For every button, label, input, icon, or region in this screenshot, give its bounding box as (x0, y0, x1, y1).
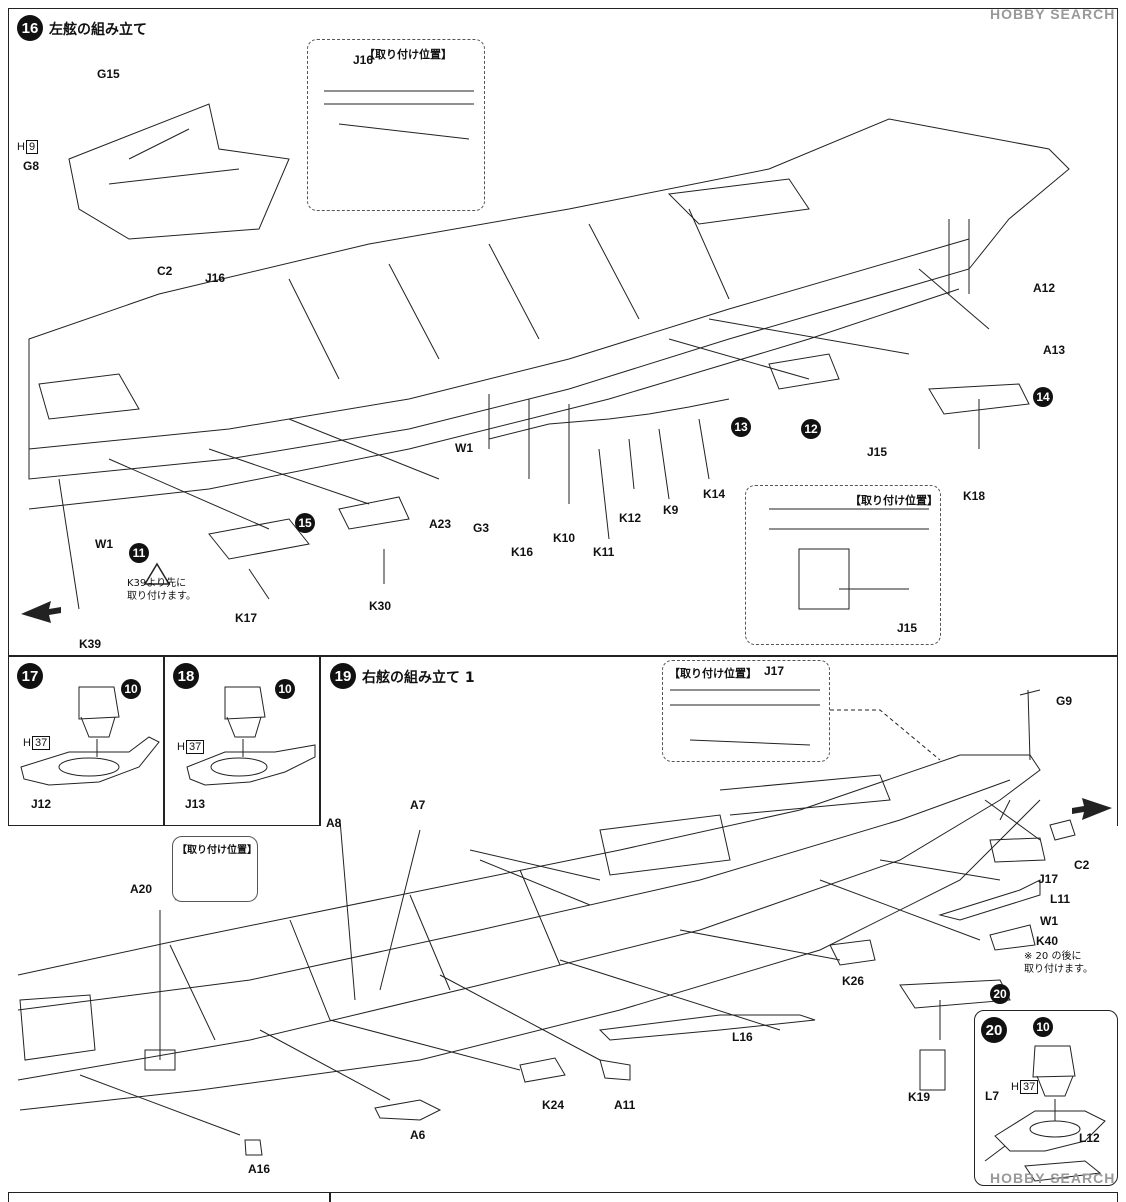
gun-mount-j12-drawing (20, 686, 160, 786)
part-label-a11: A11 (614, 1098, 636, 1112)
part-label-g9: G9 (1056, 694, 1073, 708)
part-label-j17: J17 (1038, 872, 1059, 886)
part-label-j13: J13 (185, 797, 206, 811)
subassembly-15: 15 (295, 513, 315, 533)
subassembly-10: 10 (275, 679, 295, 699)
gun-mount-j13-drawing (186, 686, 316, 786)
part-label-g3: G3 (473, 521, 490, 535)
step-number-16: 16 (17, 15, 43, 41)
part-label-w1: W1 (455, 441, 473, 455)
watermark: HOBBY SEARCH (990, 1170, 1116, 1186)
mount-position-inset-a20: 【取り付け位置】 (172, 836, 258, 902)
part-label-k10: K10 (553, 531, 576, 545)
part-label-k12: K12 (619, 511, 642, 525)
step-title-19: 右舷の組み立て 1 (362, 670, 475, 686)
part-label-l7: L7 (985, 1089, 1000, 1103)
part-label-l12: L12 (1079, 1131, 1100, 1145)
part-label-j15: J15 (867, 445, 888, 459)
inset-title: 【取り付け位置】 (364, 48, 452, 61)
subassembly-10: 10 (1033, 1017, 1053, 1037)
watermark: HOBBY SEARCH (990, 6, 1116, 22)
part-label-k18: K18 (963, 489, 986, 503)
part-label-g15: G15 (97, 67, 120, 81)
note-k40: ※ 20 の後に 取り付けます。 (1024, 951, 1093, 975)
mount-position-inset-j16: 【取り付け位置】 (307, 39, 485, 211)
part-label-k39: K39 (79, 637, 102, 651)
part-label-k24: K24 (542, 1098, 565, 1112)
part-label-j16-inset: J16 (353, 53, 374, 67)
note-k39: K39より先に 取り付けます。 (127, 578, 196, 602)
port-side-hull-drawing (21, 90, 1070, 623)
part-label-k19: K19 (908, 1090, 931, 1104)
step-number-20: 20 (981, 1017, 1007, 1043)
step-16-panel: 16 左舷の組み立て (8, 8, 1118, 656)
part-label-j15-inset: J15 (897, 621, 918, 635)
part-label-w1-c: W1 (1040, 914, 1058, 928)
inset-title: 【取り付け位置】 (669, 667, 757, 680)
mount-position-inset-j15: 【取り付け位置】 (745, 485, 941, 645)
part-label-j12: J12 (31, 797, 52, 811)
part-label-k16: K16 (511, 545, 534, 559)
part-label-k30: K30 (369, 599, 392, 613)
part-label-l11: L11 (1050, 892, 1071, 906)
part-label-k14: K14 (703, 487, 726, 501)
part-label-k17: K17 (235, 611, 258, 625)
part-label-c2: C2 (157, 264, 173, 278)
part-label-g8: G8 (23, 159, 40, 173)
subassembly-11: 11 (129, 543, 149, 563)
part-label-a13: A13 (1043, 343, 1066, 357)
part-label-a7: A7 (410, 798, 426, 812)
part-label-k40: K40 (1036, 934, 1059, 948)
gun-mount-assembly-20-drawing (984, 1045, 1106, 1182)
subassembly-20: 20 (990, 984, 1010, 1004)
inset-title: 【取り付け位置】 (850, 494, 938, 507)
step-title-16: 左舷の組み立て (49, 22, 147, 38)
part-label-a6: A6 (410, 1128, 426, 1142)
part-label-w1-b: W1 (95, 537, 113, 551)
step-number-19: 19 (330, 663, 356, 689)
subassembly-13: 13 (731, 417, 751, 437)
part-label-a23: A23 (429, 517, 452, 531)
inset-title: 【取り付け位置】 (177, 845, 257, 856)
part-label-a12: A12 (1033, 281, 1056, 295)
part-label-a16: A16 (248, 1162, 271, 1176)
part-label-a20: A20 (130, 882, 153, 896)
next-panel-right (330, 1192, 1118, 1202)
part-label-c2-b: C2 (1074, 858, 1090, 872)
step-number-17: 17 (17, 663, 43, 689)
part-label-k9: K9 (663, 503, 679, 517)
part-label-k26: K26 (842, 974, 865, 988)
subassembly-10: 10 (121, 679, 141, 699)
part-label-a8: A8 (326, 816, 342, 830)
next-panel-left (8, 1192, 330, 1202)
part-label-j16: J16 (205, 271, 226, 285)
subassembly-14: 14 (1033, 387, 1053, 407)
subassembly-12: 12 (801, 419, 821, 439)
part-label-j17-inset: J17 (764, 664, 785, 678)
part-label-l16: L16 (732, 1030, 753, 1044)
part-label-k11: K11 (593, 545, 615, 559)
step-number-18: 18 (173, 663, 199, 689)
mount-position-inset-j17: 【取り付け位置】 (662, 660, 830, 762)
